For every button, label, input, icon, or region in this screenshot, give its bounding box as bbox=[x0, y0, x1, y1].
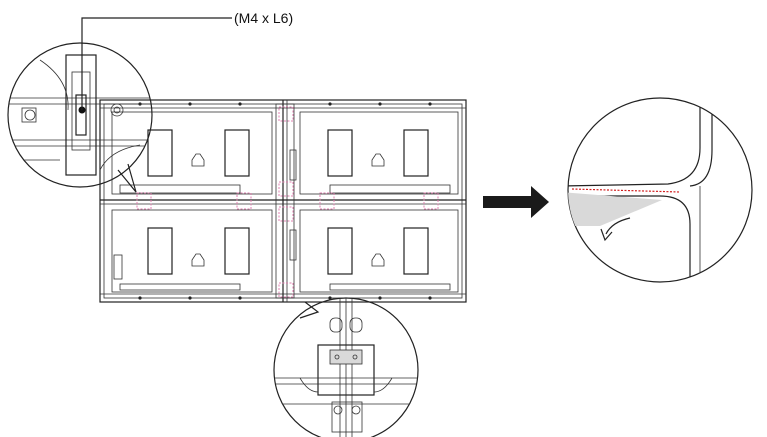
screw-callout: (M4 x L6) bbox=[81, 10, 293, 110]
zoom-detail-bottom bbox=[273, 297, 419, 437]
zoom-detail-top-left bbox=[7, 42, 153, 193]
video-wall bbox=[99, 99, 467, 303]
arrow-right-icon bbox=[483, 186, 549, 218]
peel-arrow-icon bbox=[600, 217, 631, 242]
bracket-highlights bbox=[136, 106, 439, 298]
panel-bottom-right bbox=[299, 209, 459, 293]
panel-top-right bbox=[299, 111, 459, 195]
panel-top-left bbox=[111, 111, 273, 195]
zoom-detail-tape-edge bbox=[567, 97, 753, 283]
panel-bottom-left bbox=[111, 209, 273, 293]
screw-spec-label: (M4 x L6) bbox=[234, 10, 293, 26]
